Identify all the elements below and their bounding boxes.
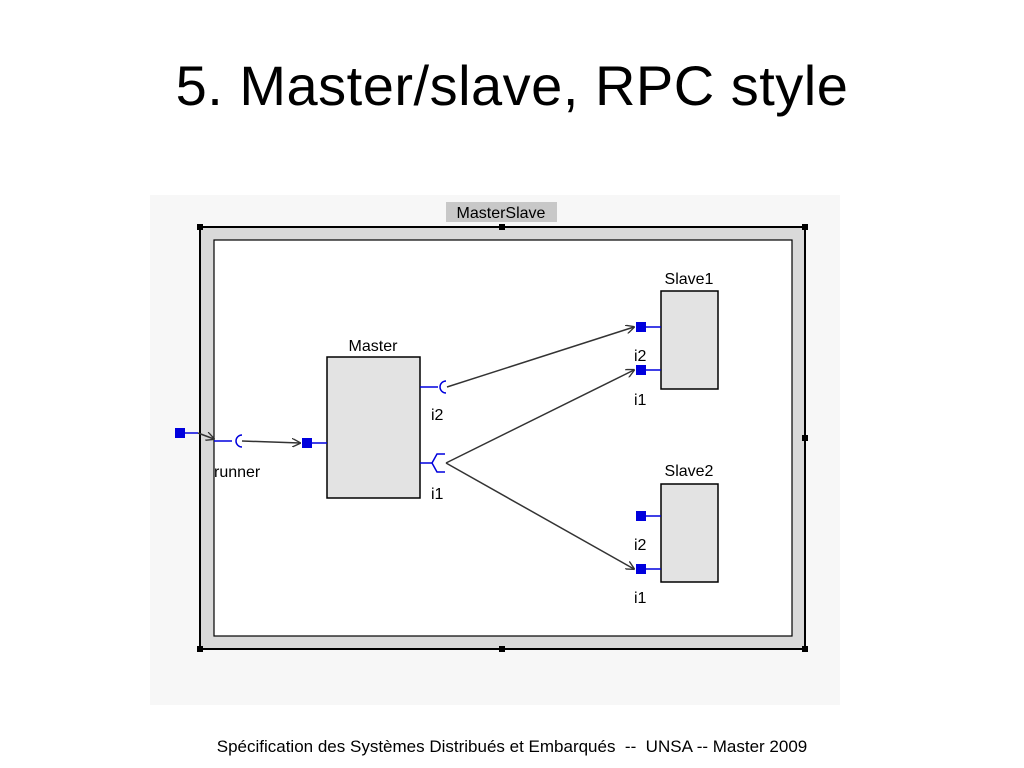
slide-footer: Spécification des Systèmes Distribués et… [216, 737, 808, 756]
component-slave2-box[interactable] [660, 483, 719, 583]
master-i2-socket[interactable] [439, 380, 447, 394]
component-slave1[interactable]: Slave1 i2 i1 [634, 271, 719, 409]
connector-master-i1-to-slave2-i1[interactable] [445, 462, 634, 569]
selection-handles[interactable] [197, 224, 808, 652]
container-masterslave[interactable]: MasterSlave [197, 202, 808, 652]
handle-top-left[interactable] [197, 224, 203, 230]
connector-master-i2-to-slave1-i2[interactable] [446, 327, 634, 388]
handle-top-center[interactable] [499, 224, 505, 230]
slave2-i1-label: i1 [634, 590, 647, 607]
handle-bottom-left[interactable] [197, 646, 203, 652]
slave2-i2-label: i2 [634, 537, 647, 554]
master-i1-label: i1 [431, 486, 444, 503]
container-runner-port[interactable] [175, 428, 214, 439]
component-slave2[interactable]: Slave2 i2 i1 [634, 463, 719, 607]
delegation-link [197, 433, 214, 439]
handle-middle-right[interactable] [802, 435, 808, 441]
master-i2-label: i2 [431, 407, 444, 424]
port-square [175, 428, 185, 438]
handle-bottom-right[interactable] [802, 646, 808, 652]
master-i1-socket[interactable] [431, 453, 445, 473]
component-slave1-box[interactable] [660, 290, 719, 390]
container-title-highlight [446, 202, 557, 222]
runner-socket [235, 434, 243, 448]
slide-title: 5. Master/slave, RPC style [175, 54, 849, 117]
component-master-box[interactable] [326, 356, 421, 499]
connectors[interactable] [445, 327, 634, 569]
slave1-i2-port[interactable] [636, 322, 646, 332]
slave2-i2-port[interactable] [636, 511, 646, 521]
slave1-i2-label: i2 [634, 348, 647, 365]
runner-link[interactable]: runner [214, 434, 300, 481]
slave1-i1-label: i1 [634, 392, 647, 409]
master-runner-port[interactable] [302, 438, 312, 448]
component-master[interactable]: Master i2 i1 [302, 338, 447, 503]
container-title: MasterSlave [457, 205, 546, 222]
slave2-i1-port[interactable] [636, 564, 646, 574]
connector-master-i1-to-slave1-i1[interactable] [445, 370, 634, 464]
component-slave2-name: Slave2 [665, 463, 714, 480]
component-slave1-name: Slave1 [665, 271, 714, 288]
component-master-name: Master [349, 338, 399, 355]
runner-connector [241, 441, 300, 443]
slave1-i1-port[interactable] [636, 365, 646, 375]
runner-label: runner [214, 464, 261, 481]
handle-bottom-center[interactable] [499, 646, 505, 652]
handle-top-right[interactable] [802, 224, 808, 230]
